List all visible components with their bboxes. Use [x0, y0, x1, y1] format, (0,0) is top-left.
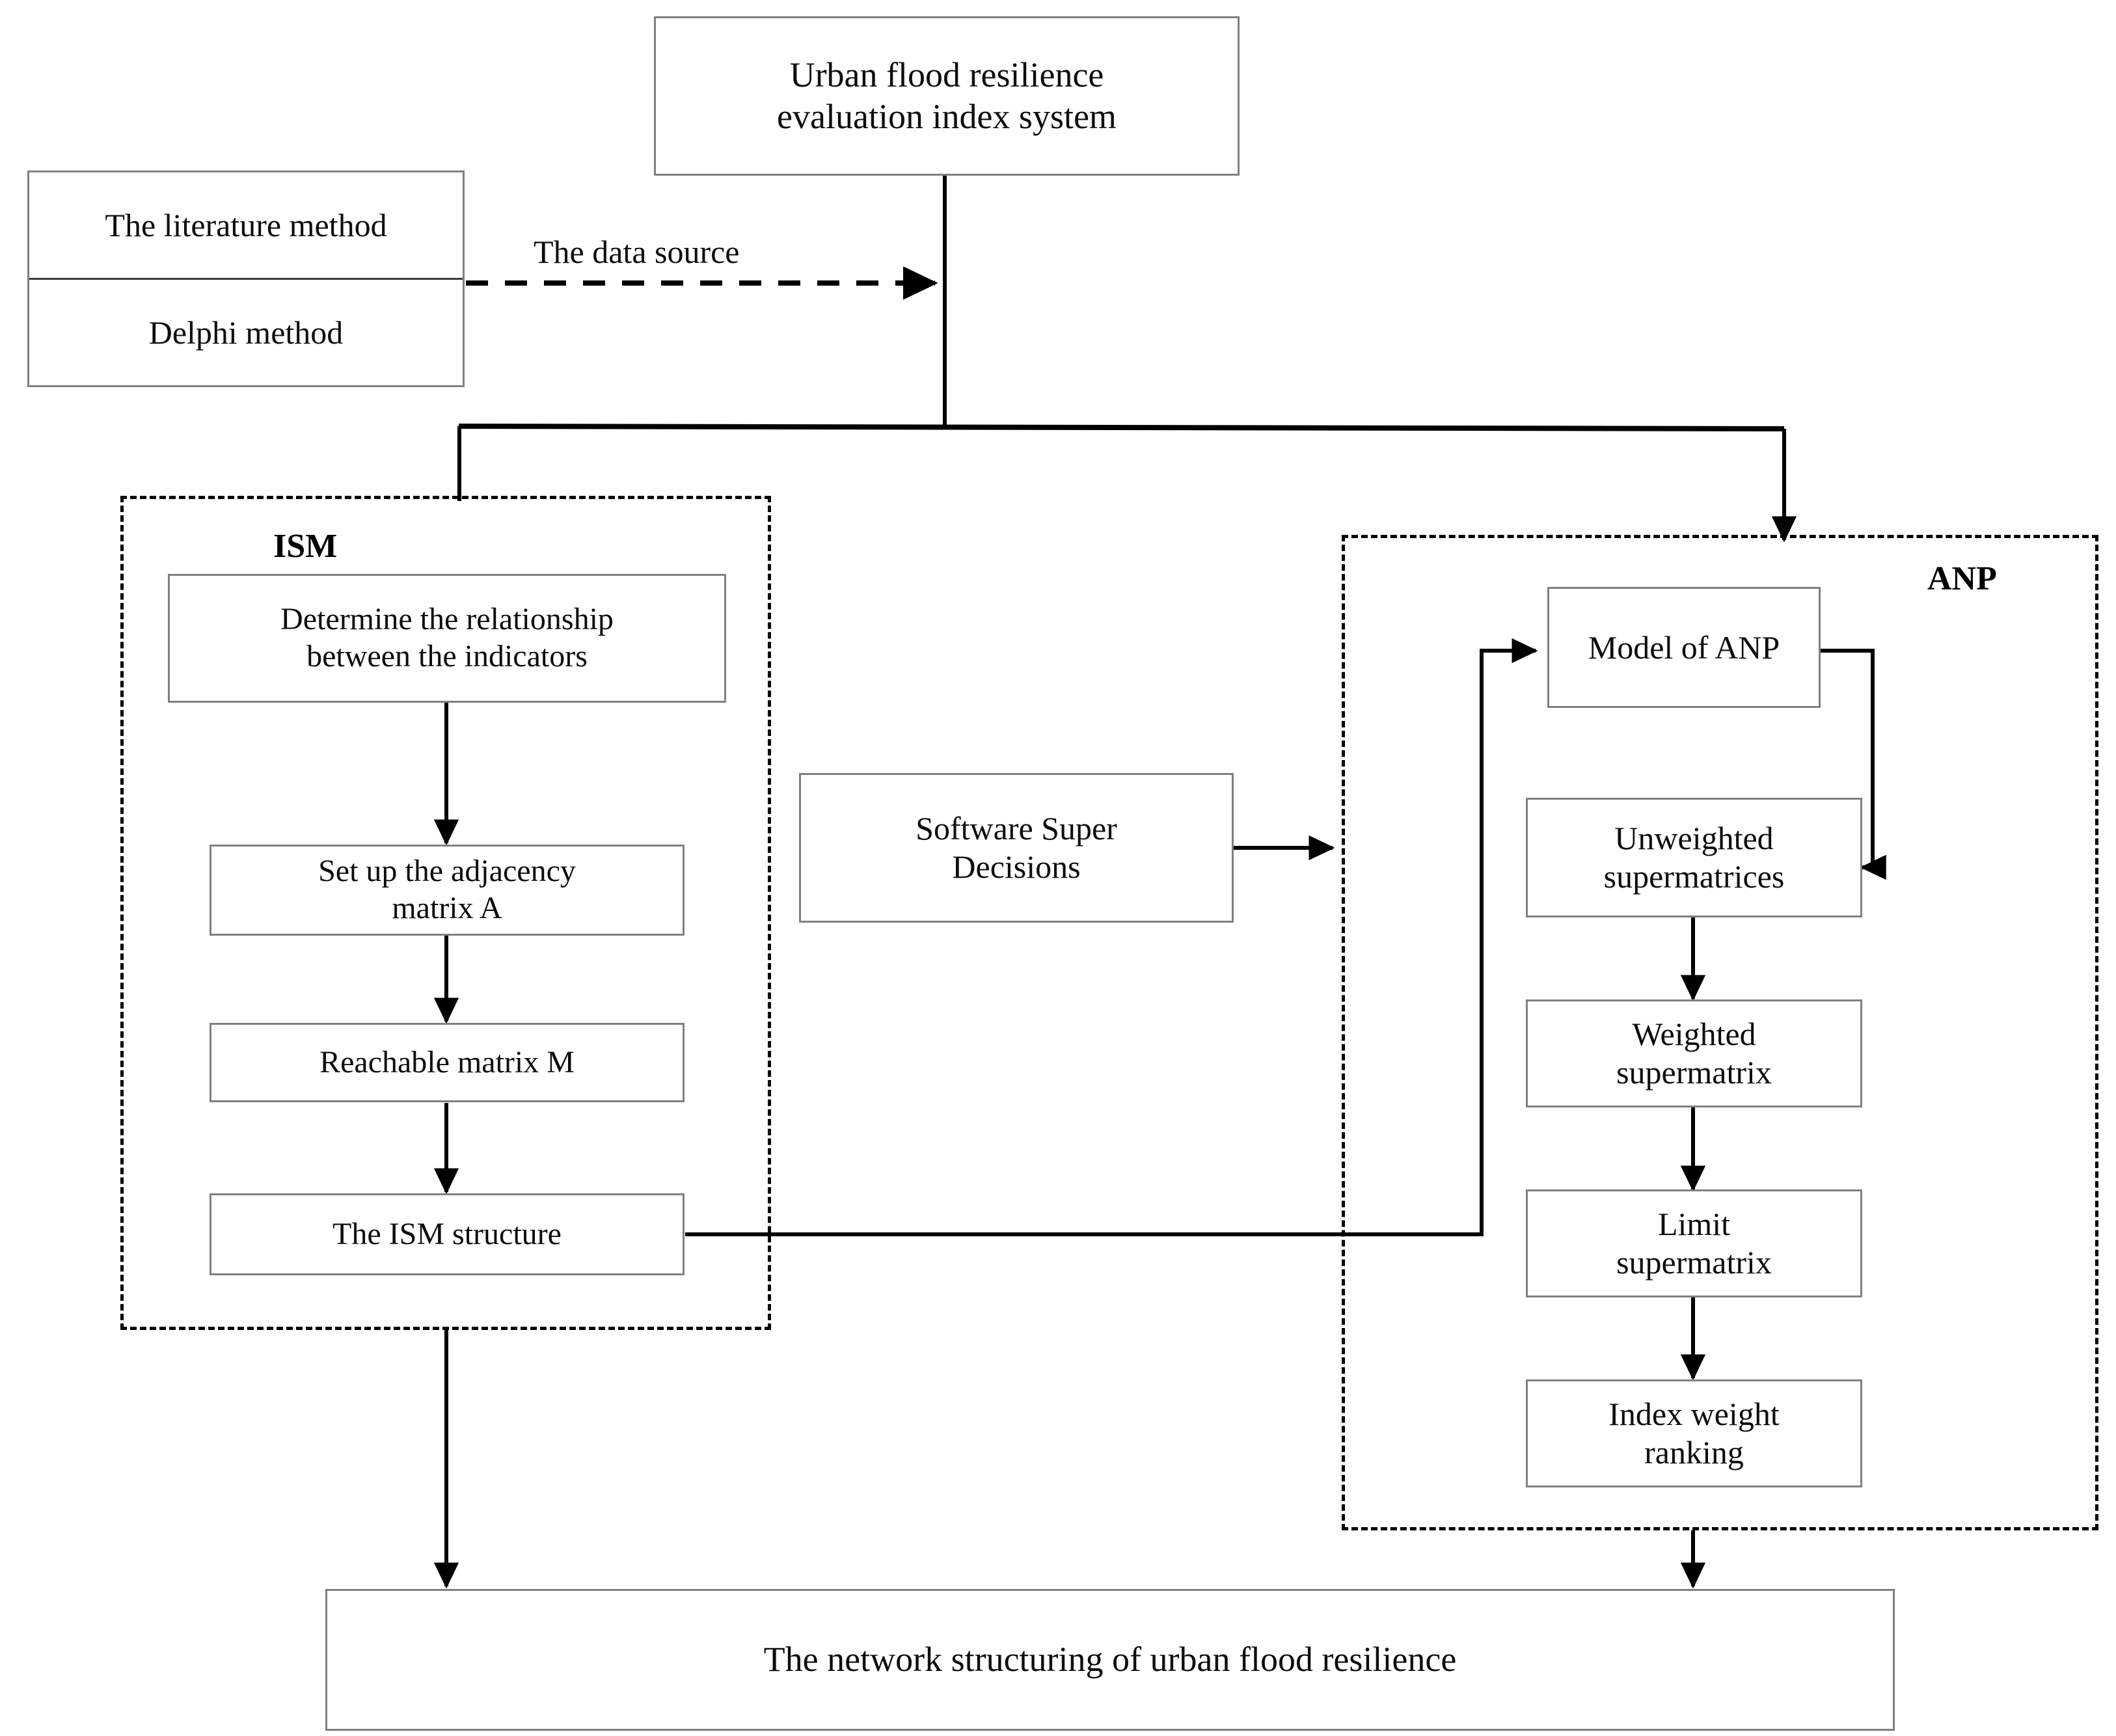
anp-group-container — [1342, 535, 2098, 1530]
ism-group-label: ISM — [273, 528, 338, 565]
methods-box: The literature method Delphi method — [27, 170, 465, 387]
anp-step-1-label: Model of ANP — [1588, 629, 1780, 666]
edge-split-bar — [458, 424, 1785, 431]
result-box-label: The network structuring of urban flood r… — [763, 1640, 1457, 1679]
ism-step-structure: The ISM structure — [210, 1193, 685, 1275]
method-literature-cell: The literature method — [29, 172, 463, 278]
ism-step-4-label: The ISM structure — [332, 1216, 562, 1251]
anp-group-label: ANP — [1927, 560, 1997, 597]
method-delphi-cell: Delphi method — [29, 278, 463, 385]
anp-step-model: Model of ANP — [1547, 587, 1821, 708]
ism-step-3-label: Reachable matrix M — [319, 1044, 575, 1079]
method-delphi-label: Delphi method — [148, 314, 344, 351]
method-literature-label: The literature method — [105, 207, 387, 243]
result-box: The network structuring of urban flood r… — [325, 1589, 1895, 1731]
ism-step-reachable-matrix: Reachable matrix M — [210, 1023, 685, 1102]
data-source-edge-label: The data source — [534, 234, 740, 270]
ism-group-container — [120, 496, 771, 1330]
